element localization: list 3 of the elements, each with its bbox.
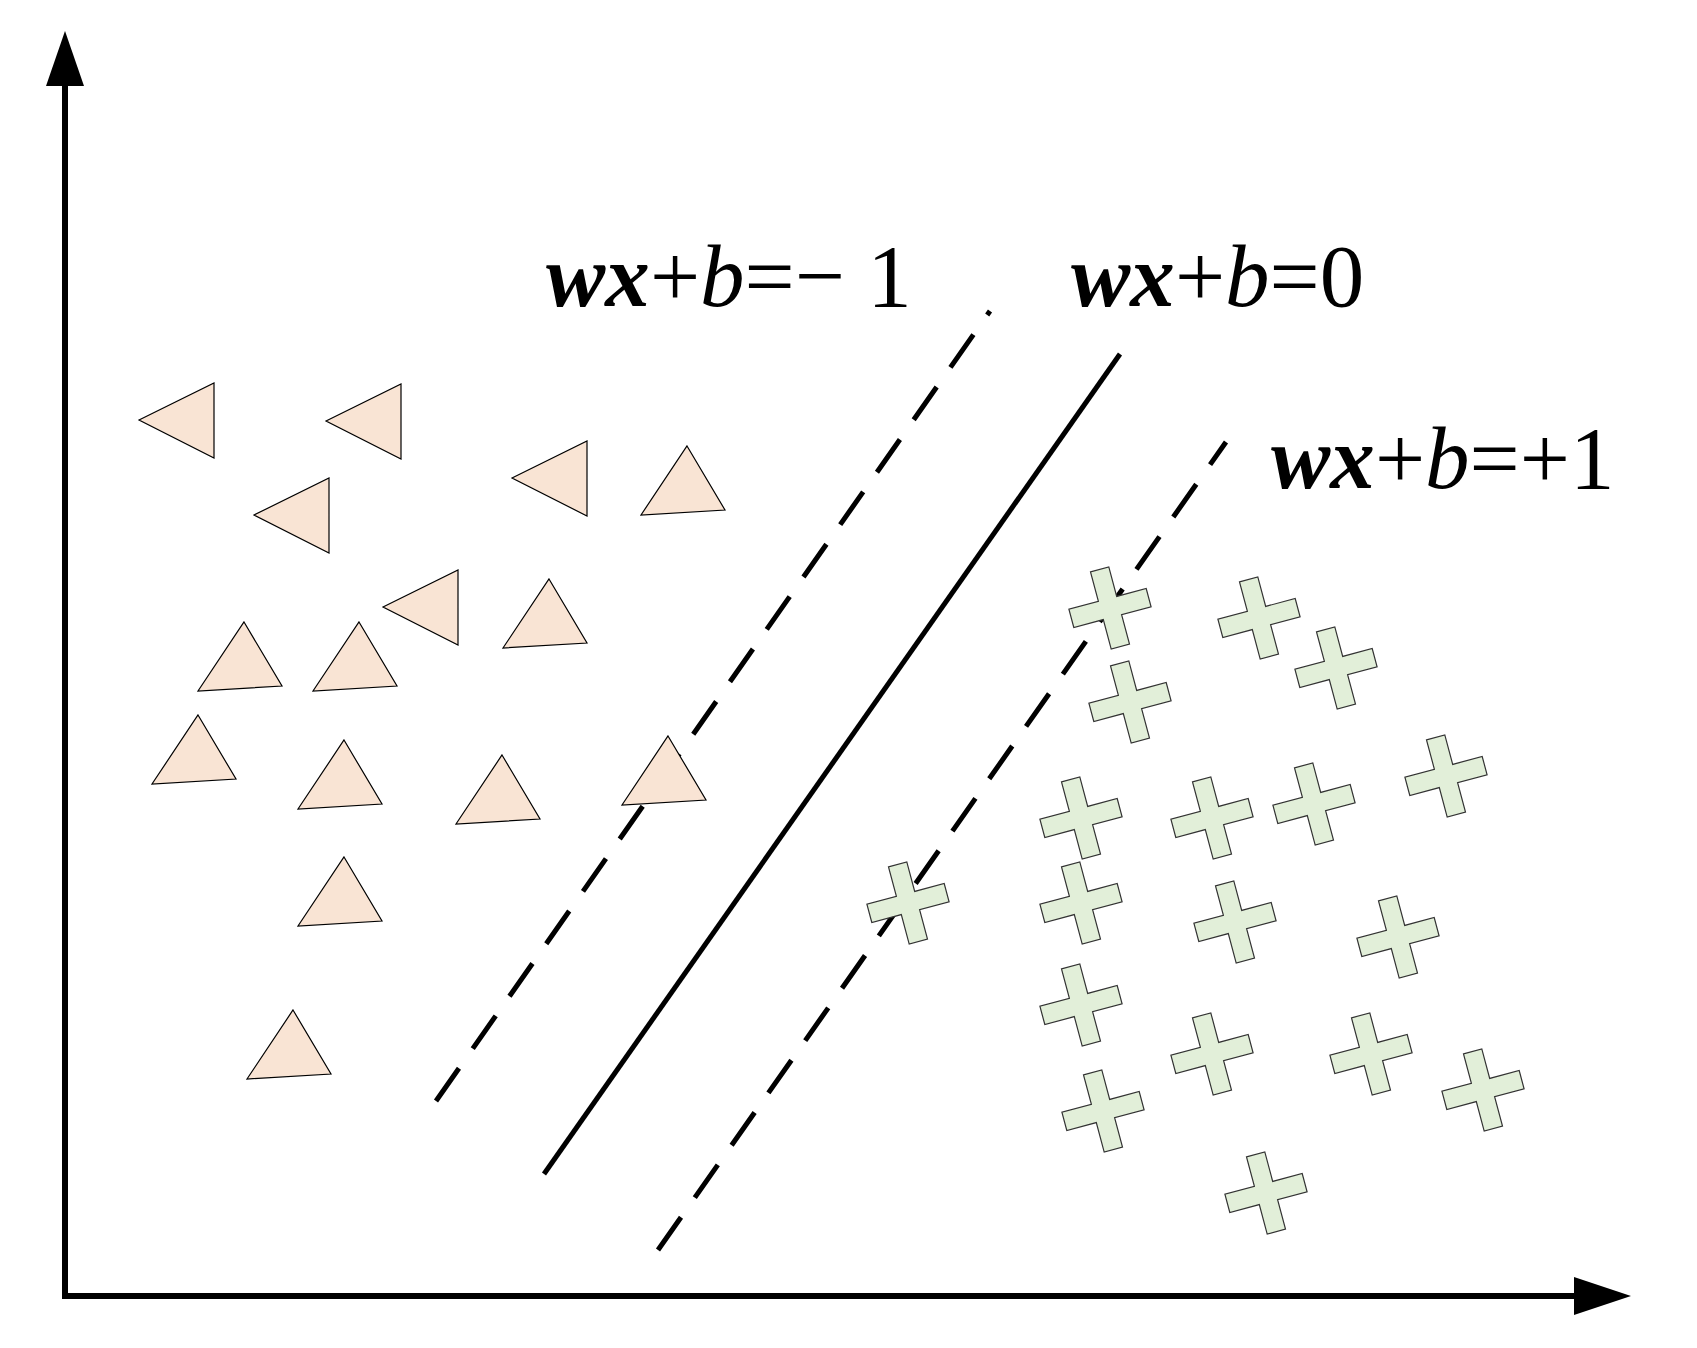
equation-label: wx+b=0: [1071, 232, 1365, 321]
equation-label: wx+b=− 1: [546, 232, 912, 321]
equation-label: wx+b=+1: [1271, 414, 1615, 503]
